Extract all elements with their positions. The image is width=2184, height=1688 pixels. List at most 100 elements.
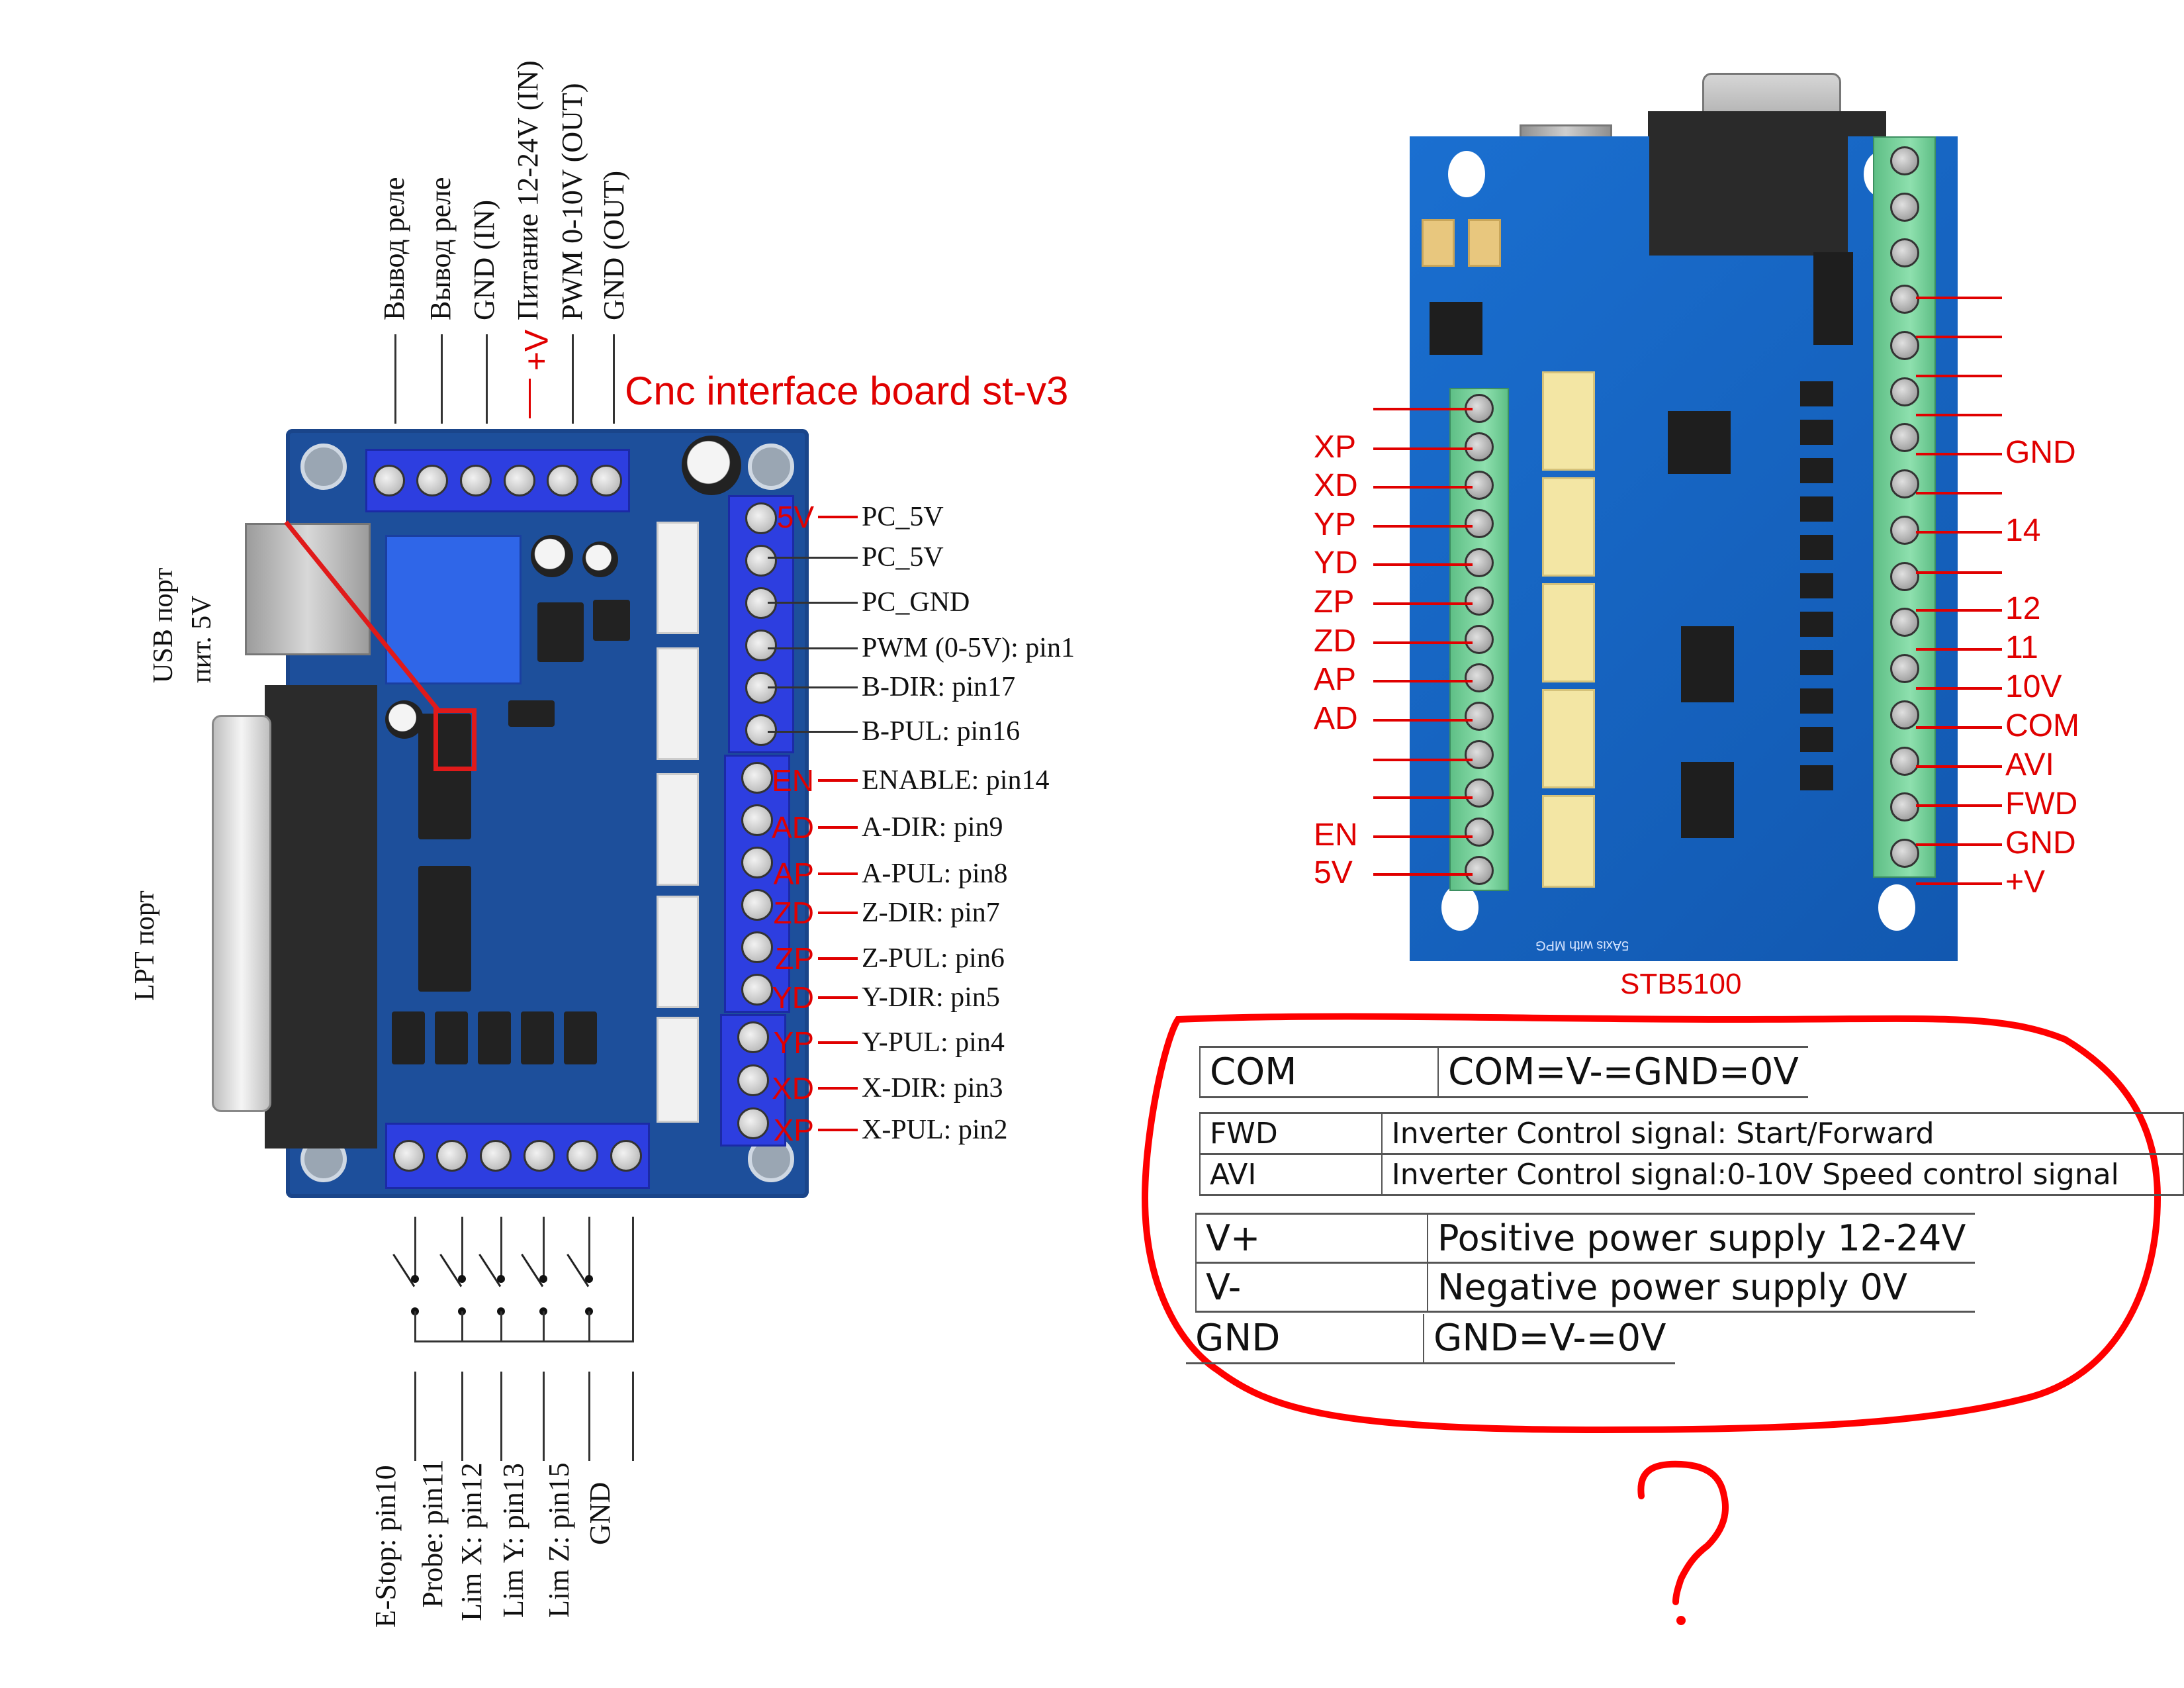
pin-code: XD (772, 1071, 814, 1105)
gnd-lead (632, 1217, 634, 1342)
left-board-title: Cnc interface board st-v3 (625, 369, 1069, 413)
pin-leader-line (1916, 571, 2002, 574)
pin-leader-line (1373, 873, 1473, 876)
terminal-screw (1889, 377, 1919, 406)
switch-blade (521, 1254, 544, 1288)
spec-value: Negative power supply 0V (1428, 1262, 1976, 1313)
pin-description: PC_5V (862, 542, 944, 573)
pin-code: AD (772, 810, 814, 845)
jst-connector (1542, 795, 1595, 888)
terminal-screw (503, 465, 535, 496)
pin-description: PWM (0-5V): pin1 (862, 633, 1075, 663)
terminal-screw (745, 545, 777, 577)
optocoupler (1800, 688, 1833, 714)
terminal-screw (1465, 624, 1494, 654)
terminal-screw (1889, 423, 1919, 453)
ic-chip (1813, 252, 1853, 345)
terminal-screw (1465, 817, 1494, 847)
right-pin-label: GND (2005, 435, 2076, 470)
label-lead (632, 1372, 634, 1461)
pin-description: B-PUL: pin16 (862, 716, 1021, 747)
jst-connector (1542, 689, 1595, 788)
pin-leader-line (1916, 804, 2002, 807)
terminal-screw (737, 1064, 769, 1096)
top-terminal-block (365, 449, 630, 512)
right-pin-label: 14 (2005, 513, 2041, 548)
left-pin-label: ZP (1314, 585, 1355, 620)
jumper-highlight (433, 708, 477, 771)
right-pin-label: 12 (2005, 591, 2041, 626)
top-lead-1 (394, 334, 396, 424)
terminal-screw (737, 1107, 769, 1139)
terminal-screw (373, 465, 405, 496)
pin-leader-line (818, 1041, 858, 1044)
mounting-hole (1448, 151, 1485, 197)
left-pin-label: XP (1314, 430, 1357, 465)
spec-key: COM (1199, 1046, 1439, 1098)
terminal-screw (392, 1140, 425, 1172)
spec-value: Inverter Control signal:0-10V Speed cont… (1381, 1153, 2184, 1196)
optocoupler (1800, 650, 1833, 675)
left-pin-label: AP (1314, 662, 1357, 697)
bottom-label-estop: E-Stop: pin10 (369, 1465, 402, 1628)
bottom-label-lim-y: Lim Y: pin13 (497, 1463, 529, 1618)
ic-chip (1681, 762, 1734, 838)
ic-chip (1681, 626, 1734, 702)
spec-key: V- (1195, 1262, 1428, 1313)
pin-leader-line (818, 516, 858, 518)
top-label-relay-out-1: Вывод реле (378, 177, 410, 320)
terminal-screw (590, 465, 623, 496)
spec-key: V+ (1195, 1213, 1428, 1264)
right-pin-label: 10V (2005, 669, 2062, 704)
db9-connector-flange (1648, 111, 1886, 138)
pin-description: ENABLE: pin14 (862, 765, 1050, 796)
voltage-regulator (537, 602, 584, 662)
question-mark-dot (1676, 1616, 1686, 1625)
terminal-screw (1889, 330, 1919, 360)
pin-code: ZP (775, 941, 814, 976)
spec-value: COM=V-=GND=0V (1438, 1046, 1808, 1098)
mounting-hole (748, 444, 794, 490)
spec-table-gnd: GND GND=V-=0V (1186, 1314, 1676, 1364)
left-pin-label: YP (1314, 507, 1357, 542)
db25-connector-shell (212, 715, 271, 1112)
top-lead-3 (486, 334, 488, 424)
left-green-terminal (1449, 388, 1509, 891)
right-pin-label: FWD (2005, 786, 2078, 821)
pin-leader-line (1916, 492, 2002, 494)
left-pin-label: YD (1314, 545, 1358, 581)
pin-leader-line (1373, 525, 1473, 528)
table-row: V+ Positive power supply 12-24V (1195, 1213, 1976, 1264)
terminal-screw (416, 465, 449, 496)
capacitor (531, 535, 573, 577)
pin-leader-line (1373, 759, 1473, 761)
terminal-screw (741, 974, 773, 1006)
terminal-screw (741, 931, 773, 963)
terminal-screw (741, 847, 773, 878)
terminal-screw (745, 630, 777, 661)
left-pin-label: XD (1314, 468, 1358, 503)
terminal-screw (1889, 561, 1919, 591)
pin-leader-line (1373, 563, 1473, 566)
terminal-screw (1465, 740, 1494, 770)
pin-leader-line (768, 730, 858, 733)
pin-code: 5V (776, 500, 814, 534)
jst-connector-z (657, 773, 699, 886)
switch-blade (567, 1254, 590, 1288)
pin-description: PC_5V (862, 502, 944, 532)
pin-leader-line (1916, 726, 2002, 729)
pin-leader-line (1373, 408, 1473, 410)
spec-table-power: V+ Positive power supply 12-24V V- Negat… (1195, 1213, 1976, 1313)
pin-leader-line (818, 1129, 858, 1131)
capacitor (682, 436, 741, 495)
right-board-name: STB5100 (1620, 968, 1742, 1000)
pin-leader-line (1916, 531, 2002, 534)
terminal-screw (1465, 547, 1494, 577)
bottom-label-lim-x: Lim X: pin12 (455, 1462, 488, 1621)
jst-connector (1542, 583, 1595, 682)
